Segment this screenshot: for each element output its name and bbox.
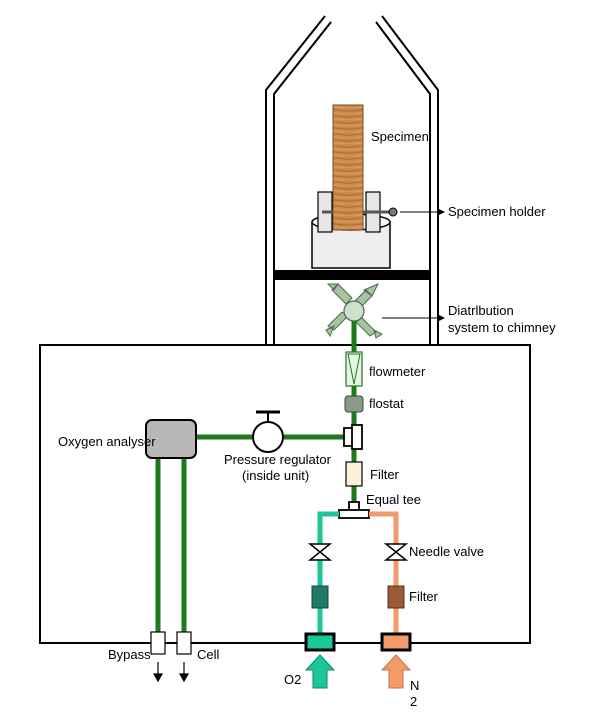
distribution-system bbox=[325, 283, 383, 339]
label-pressure-regulator-line2: (inside unit) bbox=[242, 468, 309, 483]
label-pressure-regulator-line1: Pressure regulator bbox=[224, 452, 332, 467]
outlet-arrows bbox=[152, 662, 190, 683]
label-filter-lower: Filter bbox=[409, 589, 439, 604]
label-filter-upper: Filter bbox=[370, 467, 400, 482]
oxygen-analyser-box bbox=[145, 419, 197, 459]
label-specimen: Specimen bbox=[371, 129, 429, 144]
label-distribution-line2: system to chimney bbox=[448, 320, 556, 335]
label-o2: O2 bbox=[284, 672, 301, 687]
needle-valve-n2 bbox=[383, 543, 409, 561]
needle-valve-o2 bbox=[307, 543, 333, 561]
label-bypass: Bypass bbox=[108, 647, 151, 662]
chimney-base-plate bbox=[274, 270, 430, 280]
label-n2-line1: N bbox=[410, 678, 419, 693]
o2-inlet-connector bbox=[304, 632, 336, 652]
chimney bbox=[265, 15, 439, 345]
label-cell: Cell bbox=[197, 647, 220, 662]
label-needle-valve: Needle valve bbox=[409, 544, 484, 559]
tee-fitting bbox=[343, 424, 363, 450]
specimen-holder bbox=[311, 191, 398, 269]
n2-inlet-connector bbox=[380, 632, 412, 652]
label-flostat: flostat bbox=[369, 396, 404, 411]
label-oxygen-analyser: Oxygen analyser bbox=[58, 434, 156, 449]
flostat bbox=[344, 395, 364, 413]
upper-filter bbox=[345, 461, 363, 487]
n2-inlet-arrow bbox=[380, 654, 412, 689]
o2-inlet-arrow bbox=[304, 654, 336, 689]
outlet-connectors bbox=[150, 631, 192, 655]
label-equal-tee: Equal tee bbox=[366, 492, 421, 507]
main-unit-box bbox=[39, 344, 531, 644]
orange-piping bbox=[369, 511, 399, 634]
label-distribution-line1: Diatrlbution bbox=[448, 303, 514, 318]
specimen-block bbox=[332, 104, 364, 231]
label-n2-line2: 2 bbox=[410, 694, 417, 709]
pressure-regulator bbox=[252, 410, 284, 453]
flowmeter bbox=[345, 351, 363, 387]
o2-filter bbox=[311, 585, 329, 609]
n2-filter bbox=[387, 585, 405, 609]
label-specimen-holder: Specimen holder bbox=[448, 204, 546, 219]
equal-tee bbox=[338, 501, 370, 519]
label-flowmeter: flowmeter bbox=[369, 364, 426, 379]
teal-piping bbox=[317, 511, 339, 634]
